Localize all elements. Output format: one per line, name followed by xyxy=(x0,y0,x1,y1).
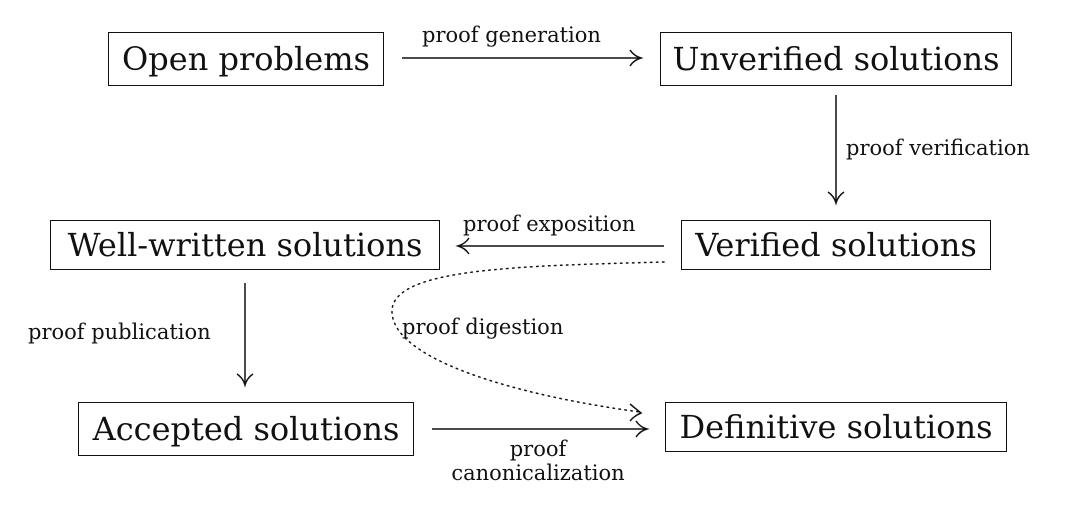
edge-label-proof-publication: proof publication xyxy=(28,320,211,344)
edge-label-proof-verification: proof verification xyxy=(846,136,1030,160)
node-open-problems-label: Open problems xyxy=(122,40,370,78)
arrow-proof-generation xyxy=(402,49,644,67)
edge-label-proof-canonicalization: proof canonicalization xyxy=(440,437,636,485)
node-unverified-solutions-label: Unverified solutions xyxy=(672,40,1000,78)
arrow-proof-digestion xyxy=(391,261,665,422)
arrow-proof-canonicalization xyxy=(432,420,650,438)
edge-label-proof-exposition: proof exposition xyxy=(463,212,636,236)
node-accepted-solutions-label: Accepted solutions xyxy=(92,410,400,448)
edge-label-proof-generation: proof generation xyxy=(422,23,601,47)
node-verified-solutions: Verified solutions xyxy=(681,220,991,270)
node-unverified-solutions: Unverified solutions xyxy=(660,32,1012,86)
arrow-proof-verification xyxy=(827,95,845,206)
node-definitive-solutions: Definitive solutions xyxy=(665,402,1007,452)
node-well-written-solutions: Well-written solutions xyxy=(50,220,440,270)
edge-label-proof-canonicalization-line1: proof xyxy=(509,437,567,461)
node-definitive-solutions-label: Definitive solutions xyxy=(679,408,993,446)
node-well-written-solutions-label: Well-written solutions xyxy=(67,226,423,264)
node-open-problems: Open problems xyxy=(108,32,384,86)
node-accepted-solutions: Accepted solutions xyxy=(78,402,414,456)
arrow-proof-exposition xyxy=(455,237,664,255)
arrow-proof-publication xyxy=(236,283,254,388)
edge-label-proof-canonicalization-line2: canonicalization xyxy=(451,460,625,485)
node-verified-solutions-label: Verified solutions xyxy=(695,226,977,264)
edge-label-proof-digestion: proof digestion xyxy=(402,315,564,339)
